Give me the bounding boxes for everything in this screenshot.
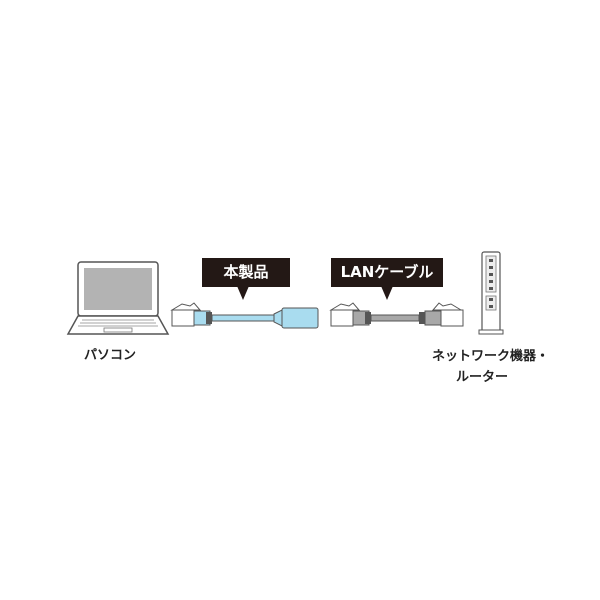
pc-label: パソコン [84, 348, 137, 363]
lan-callout-pointer [381, 286, 393, 300]
lan-cable-callout: LANケーブル [331, 258, 443, 287]
network-device-label-line1: ネットワーク機器・ [432, 349, 550, 364]
laptop-icon [66, 261, 170, 335]
lan-cable-icon [329, 302, 464, 327]
product-callout: 本製品 [202, 258, 290, 287]
product-callout-pointer [237, 286, 249, 300]
product-cable-icon [170, 302, 319, 329]
network-device-label-line2: ルーター [455, 370, 508, 385]
router-icon [478, 251, 504, 335]
